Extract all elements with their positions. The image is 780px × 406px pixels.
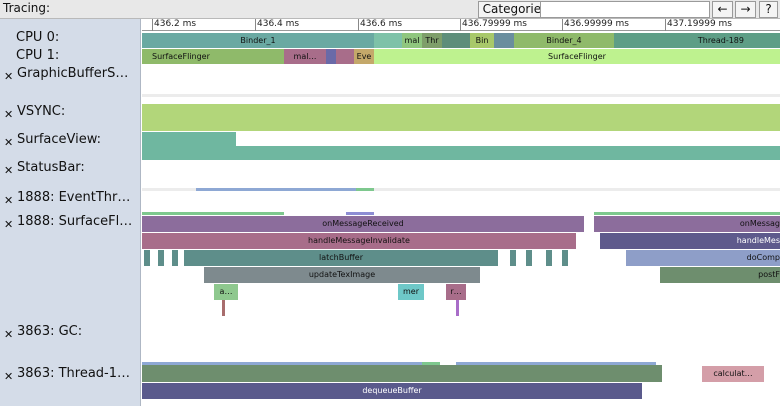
surfaceflinger-slice[interactable]: updateTexImage [204,267,480,283]
ruler-tick [562,19,563,31]
thread1-marker [142,362,422,365]
cpu0-slice[interactable]: Thr [422,33,442,48]
vsync-slice[interactable] [142,104,780,131]
cpu1-slice[interactable]: SurfaceFlinger [142,49,284,64]
tracing-toolbar: Tracing: Categories ← → ? [0,0,780,19]
surfaceview-slice[interactable] [142,146,780,160]
surfaceflinger-slice[interactable] [222,300,225,316]
cpu0-slice[interactable]: Bin [470,33,494,48]
track-label-thread1: 3863: Thread-1… [17,366,131,381]
surfaceflinger-slice[interactable] [456,300,459,316]
surfaceflinger-marker [594,212,780,215]
previous-button[interactable]: ← [712,1,733,18]
cpu1-slice[interactable]: mal… [284,49,326,64]
surfaceview-slice[interactable] [142,132,236,146]
close-icon[interactable]: ✕ [4,218,14,231]
surfaceflinger-slice[interactable] [510,250,516,266]
surfaceflinger-slice[interactable]: doComp [626,250,780,266]
cpu0-slice[interactable]: Binder_4 [514,33,614,48]
cpu0-slice[interactable] [442,33,470,48]
thread1-marker [422,362,440,365]
time-ruler: 436.2 ms 436.4 ms 436.6 ms 436.79999 ms … [142,19,780,31]
cpu0-slice[interactable]: Binder_1 [142,33,374,48]
cpu0-slice[interactable] [494,33,514,48]
track-label-gc: 3863: GC: [17,324,83,339]
track-label-surfaceview: SurfaceView: [17,132,102,147]
ruler-tick [255,19,256,31]
surfaceflinger-slice[interactable] [144,250,150,266]
surfaceflinger-slice[interactable]: r… [446,284,466,300]
surfaceflinger-slice[interactable]: postF [660,267,780,283]
cpu1-slice[interactable]: SurfaceFlinger [374,49,780,64]
surfaceflinger-marker [346,212,374,215]
surfaceflinger-slice[interactable]: handleMessageInvalidate [142,233,576,249]
surfaceflinger-slice[interactable]: latchBuffer [184,250,498,266]
search-input[interactable] [540,1,710,18]
cpu1-slice[interactable] [326,49,336,64]
cpu0-slice[interactable] [374,33,402,48]
surfaceflinger-marker [142,212,284,215]
surfaceflinger-slice[interactable] [158,250,164,266]
thread1-slice[interactable]: dequeueBuffer [142,383,642,399]
eventthread-slice[interactable] [196,188,356,191]
surfaceflinger-slice[interactable]: a… [214,284,238,300]
surfaceflinger-slice[interactable]: onMessag [594,216,780,232]
thread1-marker [456,362,656,365]
ruler-tick-label: 436.4 ms [257,19,300,29]
cpu1-slice[interactable] [336,49,354,64]
surfaceflinger-slice[interactable] [526,250,532,266]
close-icon[interactable]: ✕ [4,136,14,149]
thread1-slice[interactable]: calculat… [702,366,764,382]
next-button[interactable]: → [735,1,756,18]
surfaceflinger-slice[interactable] [562,250,568,266]
surfaceflinger-slice[interactable] [172,250,178,266]
close-icon[interactable]: ✕ [4,194,14,207]
ruler-tick-label: 437.19999 ms [667,19,732,29]
ruler-tick-label: 436.79999 ms [462,19,527,29]
ruler-tick-label: 436.6 ms [360,19,403,29]
surfaceflinger-slice[interactable]: mer [398,284,424,300]
surfaceflinger-slice[interactable] [546,250,552,266]
tracing-title: Tracing: [3,1,51,15]
close-icon[interactable]: ✕ [4,164,14,177]
ruler-tick [460,19,461,31]
surfaceflinger-slice[interactable]: onMessageReceived [142,216,584,232]
track-label-cpu1: CPU 1: [16,48,60,63]
track-label-statusbar: StatusBar: [17,160,85,175]
track-separator [142,188,780,191]
track-label-vsync: VSYNC: [17,104,66,119]
close-icon[interactable]: ✕ [4,328,14,341]
ruler-tick [665,19,666,31]
eventthread-slice[interactable] [356,188,374,191]
ruler-tick-label: 436.2 ms [154,19,197,29]
track-label-eventthread: 1888: EventThr… [17,190,131,205]
cpu0-slice[interactable]: mal [402,33,422,48]
cpu0-slice[interactable]: Thread-189 [614,33,780,48]
track-separator [142,94,780,97]
close-icon[interactable]: ✕ [4,108,14,121]
ruler-tick-label: 436.99999 ms [564,19,629,29]
close-icon[interactable]: ✕ [4,370,14,383]
categories-button[interactable]: Categories [478,1,552,18]
close-icon[interactable]: ✕ [4,70,14,83]
track-labels-panel [0,19,141,406]
surfaceflinger-slice[interactable]: handleMes [600,233,780,249]
help-button[interactable]: ? [759,1,778,18]
track-label-cpu0: CPU 0: [16,30,60,45]
cpu1-slice[interactable]: Eve [354,49,374,64]
track-label-surfaceflinger: 1888: SurfaceFl… [17,214,133,229]
ruler-tick [152,19,153,31]
ruler-tick [358,19,359,31]
thread1-slice[interactable] [142,365,662,382]
track-label-graphicbuffer: GraphicBufferS… [17,66,129,81]
